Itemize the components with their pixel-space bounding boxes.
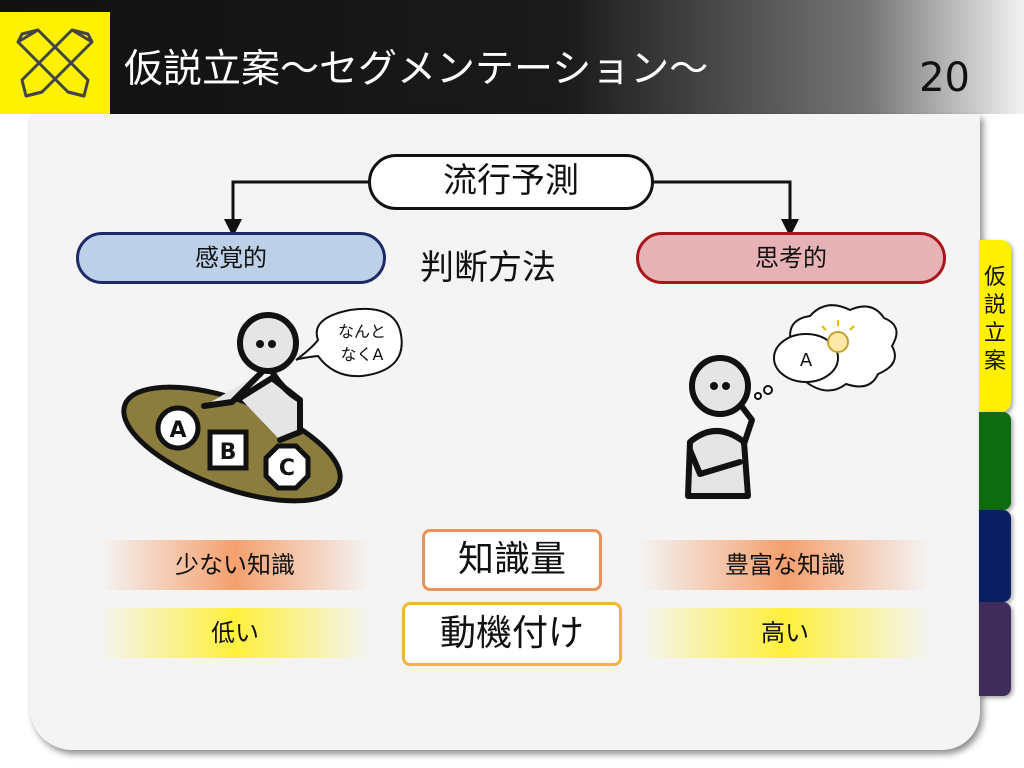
side-tab-label: 仮説立案: [983, 265, 1006, 374]
pill-intuitive: 感覚的: [76, 232, 386, 284]
left-knowledge: 少ない知識: [100, 540, 370, 590]
person-intuitive-icon: [201, 312, 303, 443]
right-motivation: 高い: [640, 608, 930, 658]
side-tab-green[interactable]: [979, 412, 1011, 510]
knowledge-label: 知識量: [422, 529, 602, 591]
page-number: 20: [919, 55, 970, 101]
page-title: 仮説立案～セグメンテーション～: [124, 47, 709, 92]
arrow-left: [224, 180, 370, 237]
piece-a-label: A: [169, 418, 186, 443]
piece-b-label: B: [220, 440, 237, 465]
speech-bubble: [295, 307, 403, 378]
side-tab-hypothesis[interactable]: 仮説立案: [979, 240, 1011, 412]
speech-line-1: なんと: [338, 322, 386, 341]
thought-label: A: [800, 350, 813, 371]
left-motivation: 低い: [100, 608, 370, 658]
header-bar: [0, 0, 1024, 114]
method-label: 判断方法: [420, 248, 556, 288]
motivation-label: 動機付け: [402, 602, 622, 666]
arrow-right: [652, 180, 799, 237]
piece-b-square: [207, 429, 249, 471]
piece-a-circle: [155, 405, 201, 451]
piece-c-label: C: [279, 456, 295, 481]
side-tab-blue[interactable]: [979, 510, 1011, 602]
right-knowledge: 豊富な知識: [640, 540, 930, 590]
crossed-pencils-icon: [16, 28, 94, 98]
person-thinking-icon: [685, 355, 755, 499]
lightbulb-icon: [827, 331, 849, 353]
speech-line-2: なくA: [341, 345, 384, 364]
pill-analytical: 思考的: [636, 232, 946, 284]
piece-c-octagon: [263, 443, 311, 491]
top-label-trend-prediction: 流行予測: [368, 154, 654, 210]
side-tab-purple[interactable]: [979, 602, 1011, 696]
logo: [0, 12, 110, 114]
